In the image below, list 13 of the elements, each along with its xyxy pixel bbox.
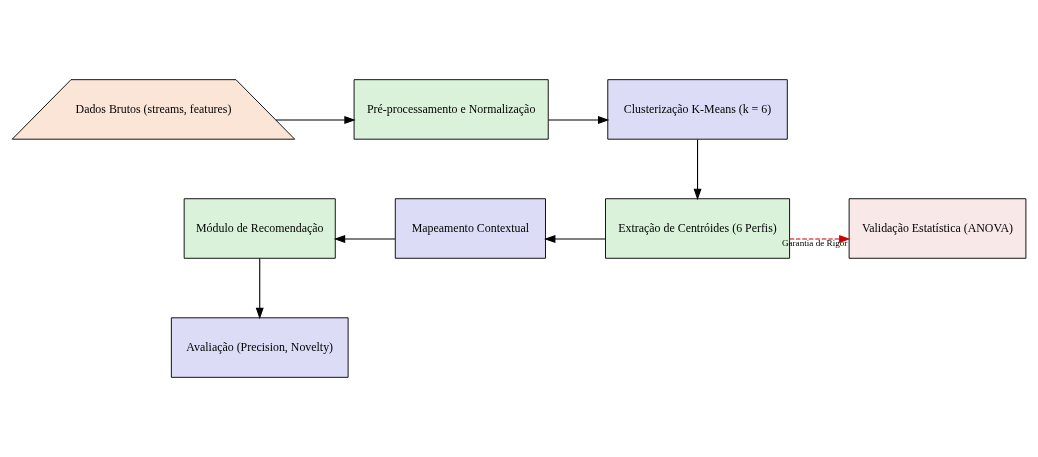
node-box: Clusterização K-Means (k = 6) [607,79,788,140]
node-box: Mapeamento Contextual [394,198,546,259]
node-box: Avaliação (Precision, Novelty) [170,317,349,378]
node-box: Módulo de Recomendação [183,198,336,259]
node-box: Validação Estatística (ANOVA) [848,198,1027,259]
arrow [255,258,264,320]
arrow [333,235,396,243]
arrow [548,116,610,124]
node-box: Pré-processamento e Normalização [353,79,549,140]
arrow [544,235,606,243]
arrow [789,235,851,243]
arrow [275,116,356,124]
arrow [693,138,702,201]
